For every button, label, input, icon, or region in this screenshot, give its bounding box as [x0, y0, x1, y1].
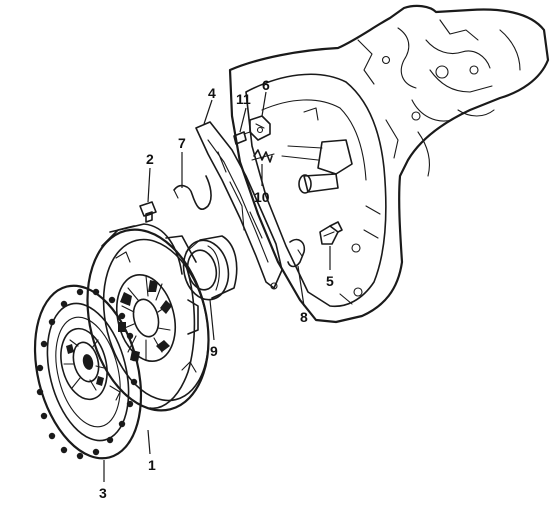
callout-4: 4: [208, 85, 216, 101]
pressure-plate: [86, 223, 210, 412]
boot-clip: [287, 238, 306, 268]
clutch-disc: [33, 284, 143, 460]
callout-3: 3: [99, 485, 107, 501]
callout-2: 2: [146, 151, 154, 167]
callout-9: 9: [210, 343, 218, 359]
friction-facing-slots: [36, 288, 138, 460]
callout-7: 7: [178, 135, 186, 151]
callout-10: 10: [254, 189, 270, 205]
pivot-stud: [319, 221, 343, 245]
callout-5: 5: [326, 273, 334, 289]
fork-spring: [251, 149, 275, 163]
return-spring: [173, 175, 212, 210]
callout-6: 6: [262, 77, 270, 93]
callout-1: 1: [148, 457, 156, 473]
callout-8: 8: [300, 309, 308, 325]
transmission-case: [228, 4, 550, 324]
leader-lines: [103, 91, 331, 482]
fork-pivot-clip: [249, 115, 271, 141]
fork-bolt: [233, 131, 251, 145]
release-fork: [195, 121, 283, 290]
pressure-plate-bolt: [139, 201, 157, 223]
callout-11: 11: [236, 91, 251, 107]
callouts: 1 2 3 4 5 6 7 8 9 10 11: [99, 77, 334, 501]
